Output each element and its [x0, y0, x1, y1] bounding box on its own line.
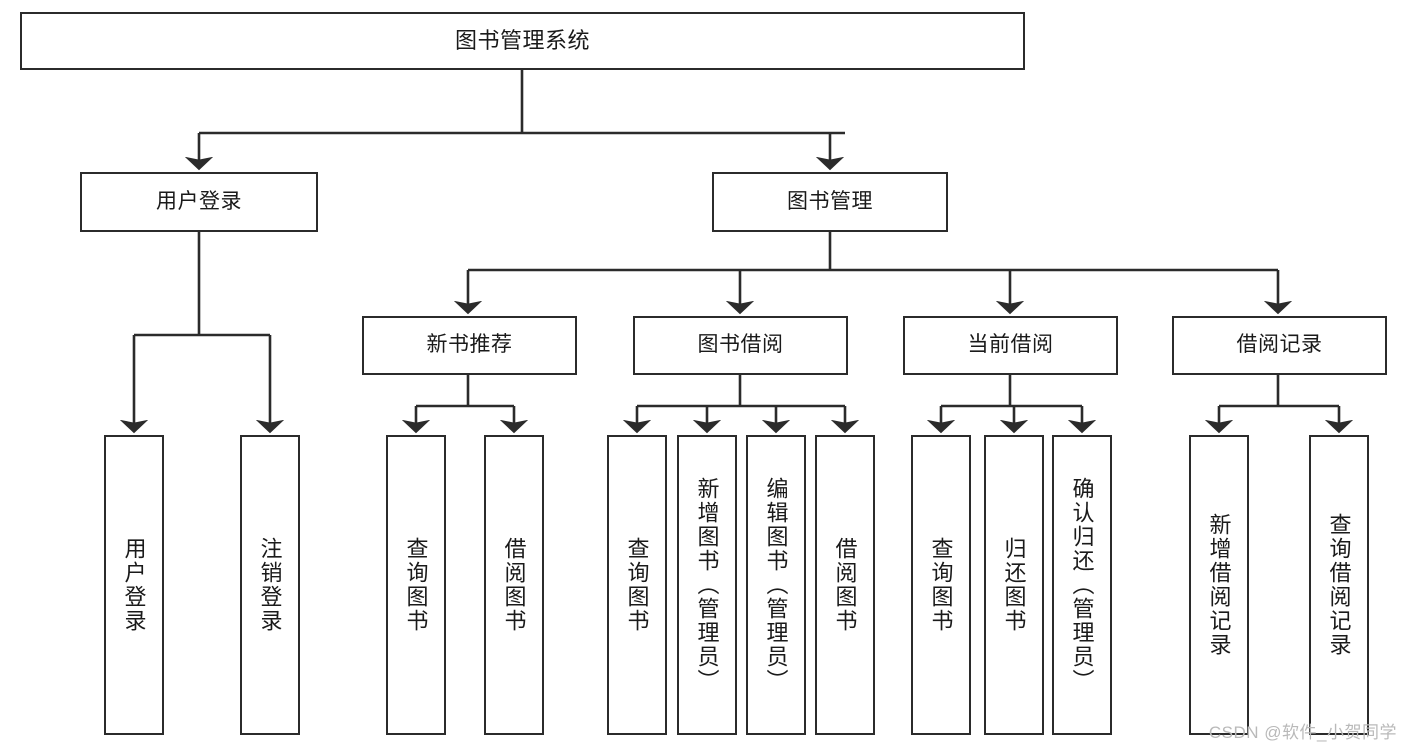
node-leaf-query-record-label: 查询借阅记录: [1326, 513, 1352, 657]
node-leaf-borrow-book-2[interactable]: 借阅图书: [815, 435, 875, 735]
node-leaf-query-book-3-label: 查询图书: [928, 537, 954, 633]
node-leaf-confirm-return-label: 确认归还（管理员）: [1069, 477, 1095, 693]
node-root[interactable]: 图书管理系统: [20, 12, 1025, 70]
node-user-login[interactable]: 用户登录: [80, 172, 318, 232]
node-current-borrow[interactable]: 当前借阅: [903, 316, 1118, 375]
node-leaf-user-login[interactable]: 用户登录: [104, 435, 164, 735]
node-leaf-logout[interactable]: 注销登录: [240, 435, 300, 735]
node-new-book-rec-label: 新书推荐: [426, 333, 513, 357]
node-new-book-rec[interactable]: 新书推荐: [362, 316, 577, 375]
node-leaf-add-record-label: 新增借阅记录: [1206, 513, 1232, 657]
node-leaf-add-book-label: 新增图书（管理员）: [694, 477, 720, 693]
node-leaf-borrow-book-1[interactable]: 借阅图书: [484, 435, 544, 735]
node-book-manage-label: 图书管理: [787, 189, 873, 213]
node-leaf-return-book[interactable]: 归还图书: [984, 435, 1044, 735]
node-root-label: 图书管理系统: [454, 28, 590, 54]
node-leaf-add-book[interactable]: 新增图书（管理员）: [677, 435, 737, 735]
node-leaf-query-record[interactable]: 查询借阅记录: [1309, 435, 1369, 735]
node-borrow-record-label: 借阅记录: [1236, 333, 1323, 357]
watermark: CSDN @软件_小贺同学: [1208, 723, 1397, 742]
node-leaf-borrow-book-2-label: 借阅图书: [832, 537, 858, 633]
node-leaf-add-record[interactable]: 新增借阅记录: [1189, 435, 1249, 735]
node-current-borrow-label: 当前借阅: [967, 333, 1054, 357]
node-user-login-label: 用户登录: [156, 189, 242, 213]
node-borrow-record[interactable]: 借阅记录: [1172, 316, 1387, 375]
node-leaf-query-book-2-label: 查询图书: [624, 537, 650, 633]
node-leaf-return-book-label: 归还图书: [1001, 537, 1027, 633]
node-leaf-edit-book[interactable]: 编辑图书（管理员）: [746, 435, 806, 735]
node-leaf-confirm-return[interactable]: 确认归还（管理员）: [1052, 435, 1112, 735]
node-leaf-query-book-1[interactable]: 查询图书: [386, 435, 446, 735]
node-leaf-edit-book-label: 编辑图书（管理员）: [763, 477, 789, 693]
node-book-manage[interactable]: 图书管理: [712, 172, 948, 232]
node-leaf-query-book-2[interactable]: 查询图书: [607, 435, 667, 735]
node-leaf-query-book-3[interactable]: 查询图书: [911, 435, 971, 735]
node-leaf-user-login-label: 用户登录: [121, 537, 147, 633]
node-book-borrow-label: 图书借阅: [697, 333, 784, 357]
node-leaf-borrow-book-1-label: 借阅图书: [501, 537, 527, 633]
node-book-borrow[interactable]: 图书借阅: [633, 316, 848, 375]
node-leaf-query-book-1-label: 查询图书: [403, 537, 429, 633]
node-leaf-logout-label: 注销登录: [257, 537, 283, 633]
